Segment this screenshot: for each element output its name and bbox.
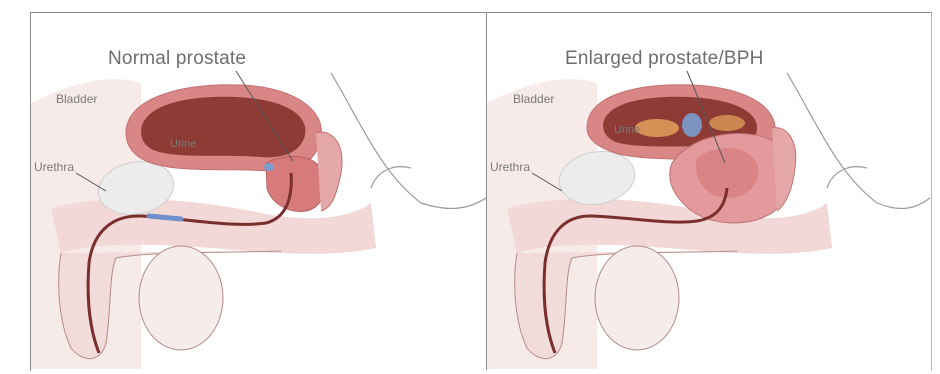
urine-flow bbox=[149, 216, 181, 219]
urethra-label-left: Urethra bbox=[34, 160, 74, 174]
buttock-outline bbox=[787, 73, 930, 208]
enlarged-prostate-title: Enlarged prostate/BPH bbox=[565, 48, 764, 70]
prostate bbox=[266, 156, 325, 211]
normal-prostate-title: Normal prostate bbox=[108, 48, 246, 70]
perineum-tissue bbox=[507, 199, 832, 254]
buttock-outline bbox=[331, 73, 486, 208]
testis bbox=[595, 246, 679, 350]
urine-drop bbox=[264, 163, 274, 171]
bladder-lumen bbox=[141, 97, 305, 158]
bladder-label-left: Bladder bbox=[56, 92, 97, 106]
urine-pool-orange bbox=[635, 119, 679, 137]
testis bbox=[139, 246, 223, 350]
bladder-label-right: Bladder bbox=[513, 92, 554, 106]
urine-label-right: Urine bbox=[614, 124, 640, 136]
normal-prostate-illustration bbox=[31, 13, 486, 369]
thigh-outline bbox=[827, 167, 867, 188]
urine-label-left: Urine bbox=[170, 138, 196, 150]
urethra-label-right: Urethra bbox=[490, 160, 530, 174]
urine-pool-orange-2 bbox=[709, 115, 745, 131]
thigh-outline bbox=[371, 167, 411, 188]
urine-pool-blue bbox=[682, 113, 702, 137]
